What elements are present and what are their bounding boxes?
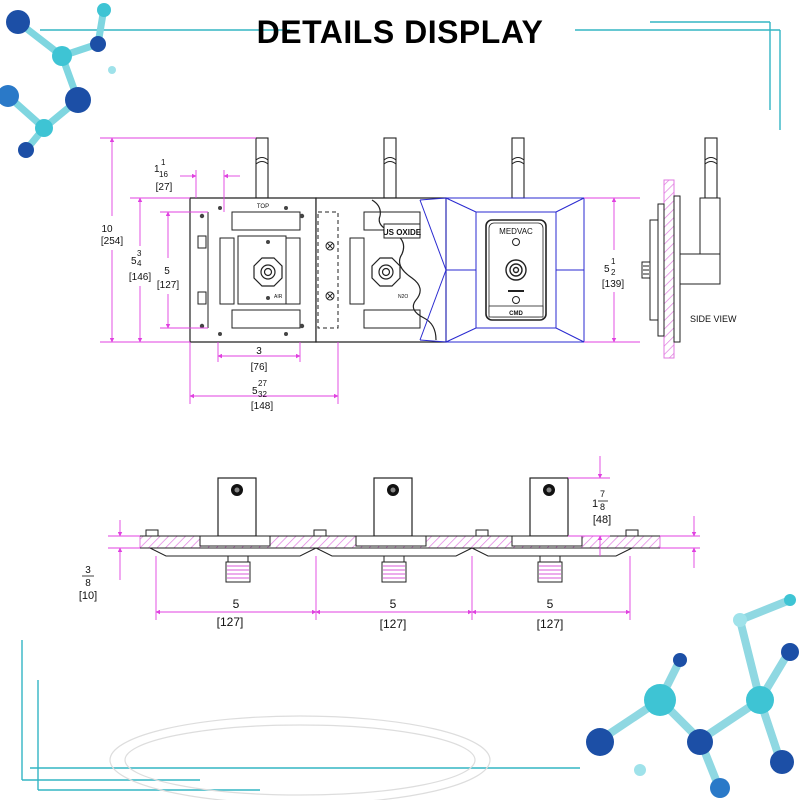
front-view-dimensions: [100, 137, 640, 404]
page-title: DETAILS DISPLAY: [256, 14, 544, 50]
medvac-label: MEDVAC: [499, 227, 533, 236]
gas-outlet-valve-icon: [505, 259, 527, 281]
top-offset-den: 16: [159, 170, 168, 179]
top-offset-num: 1: [161, 158, 166, 167]
brand-label: CMD: [509, 311, 523, 317]
panel-height-whole: 5: [131, 256, 137, 267]
panel-width-den: 32: [258, 390, 267, 399]
bottom-view-dimension-labels: 5 [127] 5 [127] 5 [127] 3 8 [10] 1 7 8 […: [79, 489, 611, 631]
nitrous-oxide-label: US OXIDE: [383, 228, 422, 237]
cover-height-metric: [139]: [602, 279, 624, 290]
cover-height-den: 2: [611, 268, 616, 277]
inner-height-metric: [127]: [157, 280, 179, 291]
stub-height-num: 7: [600, 489, 605, 499]
pipe-stub-icon: [255, 137, 718, 199]
side-view: [641, 179, 721, 359]
spacing-3-metric: [127]: [537, 617, 564, 631]
spacing-2-metric: [127]: [380, 617, 407, 631]
panel-height-num: 3: [137, 249, 142, 258]
gas-outlet-valve-icon: [253, 257, 283, 287]
molecule-decoration-bottom-right: [586, 594, 799, 798]
panel-height-den: 4: [137, 259, 142, 268]
overall-height-metric: [254]: [101, 236, 123, 247]
front-view: TOP AIR US OXIDE N2O: [189, 137, 737, 359]
panel-width-metric: [148]: [251, 401, 273, 412]
inner-height-value: 5: [164, 266, 170, 277]
cover-height-whole: 5: [604, 264, 610, 275]
panel-height-metric: [146]: [129, 272, 151, 283]
stub-height-metric: [48]: [593, 514, 611, 526]
top-label: TOP: [257, 204, 269, 210]
spacing-2-value: 5: [390, 597, 397, 611]
nitrous-small-label: N2O: [398, 294, 408, 300]
medvac-cover-plate: [419, 197, 585, 343]
plate-thickness-metric: [10]: [79, 590, 97, 602]
top-offset-whole: 1: [154, 164, 160, 175]
decorative-arcs: [109, 715, 491, 800]
gas-outlet-valve-icon: [371, 257, 401, 287]
panel-width-num: 27: [258, 379, 267, 388]
stub-height-den: 8: [600, 502, 605, 512]
decorative-frame: [21, 21, 781, 791]
plate-thickness-den: 8: [85, 578, 91, 589]
bottom-view-dimensions: [108, 456, 700, 620]
panel-width-whole: 5: [252, 386, 258, 397]
spacing-3-value: 5: [547, 597, 554, 611]
air-label: AIR: [274, 294, 283, 300]
overall-height-value: 10: [101, 224, 113, 235]
spacing-1-metric: [127]: [217, 615, 244, 629]
front-view-dimension-labels: 10 [254] 5 3 4 [146] 5 [127] 1 1 16 [27]…: [101, 158, 624, 412]
stub-height-whole: 1: [592, 498, 598, 510]
inner-width-metric: [76]: [251, 362, 268, 373]
top-offset-metric: [27]: [156, 182, 173, 193]
side-view-label: SIDE VIEW: [690, 314, 737, 324]
cover-height-num: 1: [611, 257, 616, 266]
molecule-decoration-top-left: [0, 3, 116, 158]
plate-thickness-num: 3: [85, 565, 91, 576]
bottom-view: [139, 477, 661, 583]
inner-width-value: 3: [256, 346, 262, 357]
spacing-1-value: 5: [233, 597, 240, 611]
